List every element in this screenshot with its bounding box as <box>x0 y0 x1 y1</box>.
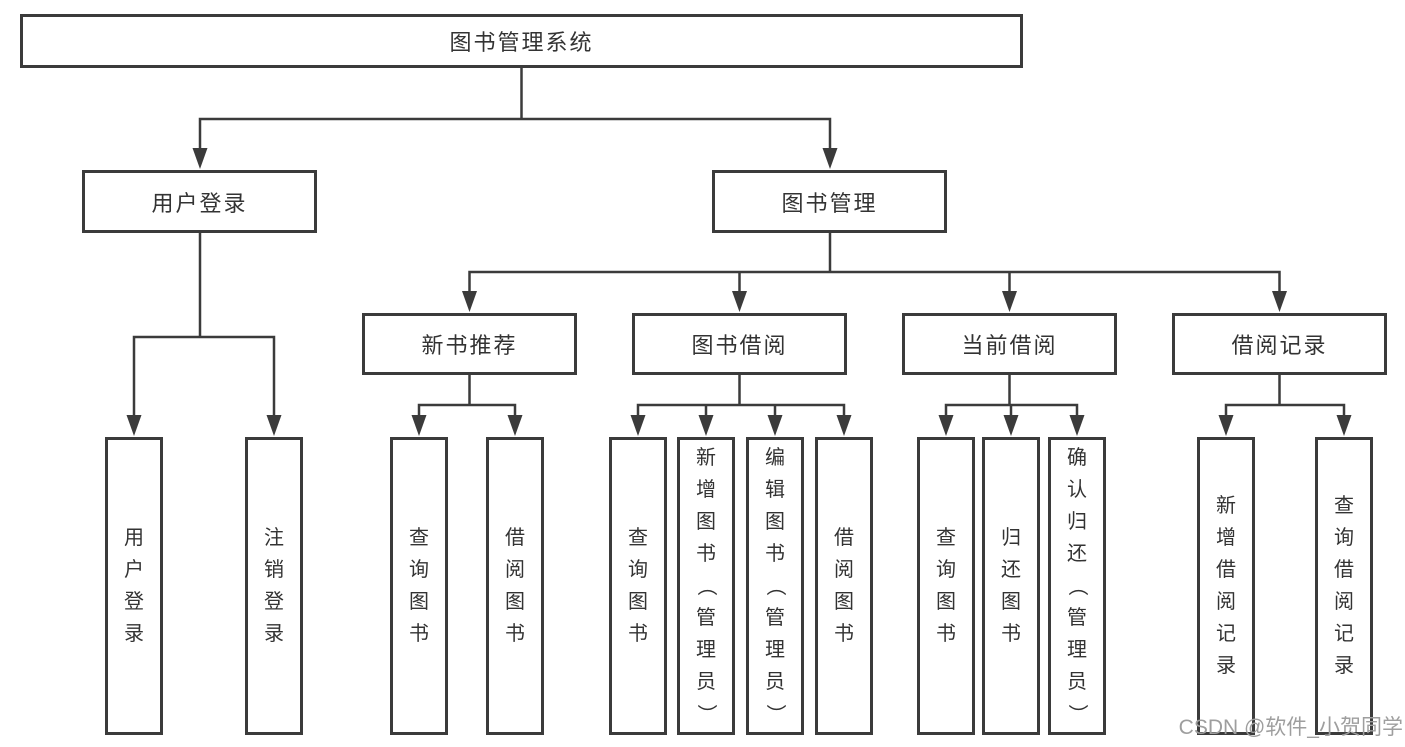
leaf-confirm-return-admin: 确认归还（管理员） <box>1048 437 1106 735</box>
node-borrowing-records: 借阅记录 <box>1172 313 1387 375</box>
leaf-user-login: 用户登录 <box>105 437 163 735</box>
leaf-query-borrow-record: 查询借阅记录 <box>1315 437 1373 735</box>
node-label: 编辑图书（管理员） <box>764 447 786 724</box>
node-book-borrowing: 图书借阅 <box>632 313 847 375</box>
node-label: 图书管理 <box>781 190 878 216</box>
leaf-borrow-books: 借阅图书 <box>815 437 873 735</box>
node-library-management-system: 图书管理系统 <box>20 14 1023 68</box>
node-label: 图书借阅 <box>691 333 788 358</box>
node-label: 查询借阅记录 <box>1334 495 1354 677</box>
leaf-query-books-borrow: 查询图书 <box>609 437 667 735</box>
node-new-book-recommendation: 新书推荐 <box>362 313 577 375</box>
node-label: 确认归还（管理员） <box>1066 447 1088 724</box>
node-label: 新增借阅记录 <box>1216 495 1236 677</box>
leaf-query-books-current: 查询图书 <box>917 437 975 735</box>
node-label: 当前借阅 <box>961 333 1058 358</box>
leaf-query-books-recommend: 查询图书 <box>390 437 448 735</box>
node-label: 新增图书（管理员） <box>695 447 717 724</box>
node-current-borrowing: 当前借阅 <box>902 313 1117 375</box>
node-label: 图书管理系统 <box>449 30 594 55</box>
node-book-management: 图书管理 <box>712 170 947 233</box>
leaf-return-book: 归还图书 <box>982 437 1040 735</box>
leaf-add-borrow-record: 新增借阅记录 <box>1197 437 1255 735</box>
node-label: 新书推荐 <box>421 333 518 358</box>
watermark: CSDN @软件_小贺同学 <box>1178 716 1403 739</box>
node-label: 查询图书 <box>628 527 648 645</box>
node-label: 用户登录 <box>124 527 144 645</box>
leaf-logout: 注销登录 <box>245 437 303 735</box>
leaf-borrow-books-recommend: 借阅图书 <box>486 437 544 735</box>
node-user-login: 用户登录 <box>82 170 317 233</box>
node-label: 借阅图书 <box>834 527 854 645</box>
node-label: 用户登录 <box>151 190 248 216</box>
leaf-edit-book-admin: 编辑图书（管理员） <box>746 437 804 735</box>
node-label: 查询图书 <box>409 527 429 645</box>
arrowheads <box>126 148 1352 436</box>
node-label: 借阅记录 <box>1231 333 1328 358</box>
node-label: 查询图书 <box>936 527 956 645</box>
node-label: 注销登录 <box>264 527 284 645</box>
node-label: 借阅图书 <box>505 527 525 645</box>
node-label: 归还图书 <box>1001 527 1021 645</box>
leaf-add-book-admin: 新增图书（管理员） <box>677 437 735 735</box>
